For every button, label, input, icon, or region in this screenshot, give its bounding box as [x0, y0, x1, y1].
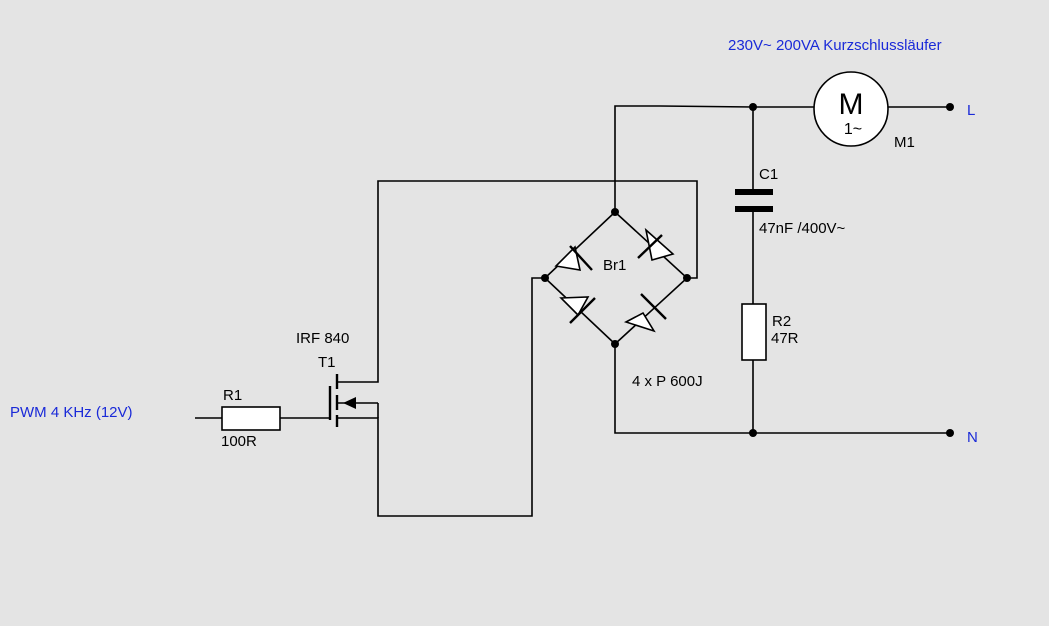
r1-resistor	[221, 406, 281, 431]
bridge-top-wire	[614, 105, 754, 212]
motor-phase: 1~	[844, 121, 862, 138]
terminal-n-dot	[946, 429, 954, 437]
drain-wire	[337, 180, 698, 383]
diode-3	[559, 296, 596, 324]
junction-dot	[611, 208, 619, 216]
junction-dot	[683, 274, 691, 282]
r1-value: 100R	[221, 433, 257, 450]
junction-dot	[749, 103, 757, 111]
terminal-n-label: N	[967, 429, 978, 446]
junction-dot	[749, 429, 757, 437]
diode-4	[623, 293, 667, 333]
mosfet-t1	[328, 374, 379, 427]
input-label: PWM 4 KHz (12V)	[10, 404, 133, 421]
motor-m1: M 1~	[813, 71, 889, 147]
terminal-l-label: L	[967, 102, 975, 119]
terminal-l-dot	[946, 103, 954, 111]
diode-2	[637, 227, 675, 262]
r2-resistor	[741, 303, 767, 361]
junction-dot	[611, 340, 619, 348]
br1-ref: Br1	[603, 257, 626, 274]
r2-value: 47R	[771, 330, 799, 347]
br1-diodes: 4 x P 600J	[632, 373, 703, 390]
capacitor-c1	[735, 189, 773, 212]
source-wire	[337, 277, 545, 517]
r2-ref: R2	[772, 313, 791, 330]
t1-ref: T1	[318, 354, 336, 371]
m1-ref: M1	[894, 134, 915, 151]
r1-ref: R1	[223, 387, 242, 404]
diode-1	[554, 245, 593, 271]
bridge-rectifier	[543, 210, 689, 346]
t1-part: IRF 840	[296, 330, 349, 347]
junction-dot	[541, 274, 549, 282]
bridge-bottom-wire	[614, 344, 950, 434]
c1-value: 47nF /400V~	[759, 220, 846, 237]
diagram-title: 230V~ 200VA Kurzschlussläufer	[728, 37, 942, 54]
motor-symbol: M	[839, 88, 864, 121]
c1-ref: C1	[759, 166, 778, 183]
